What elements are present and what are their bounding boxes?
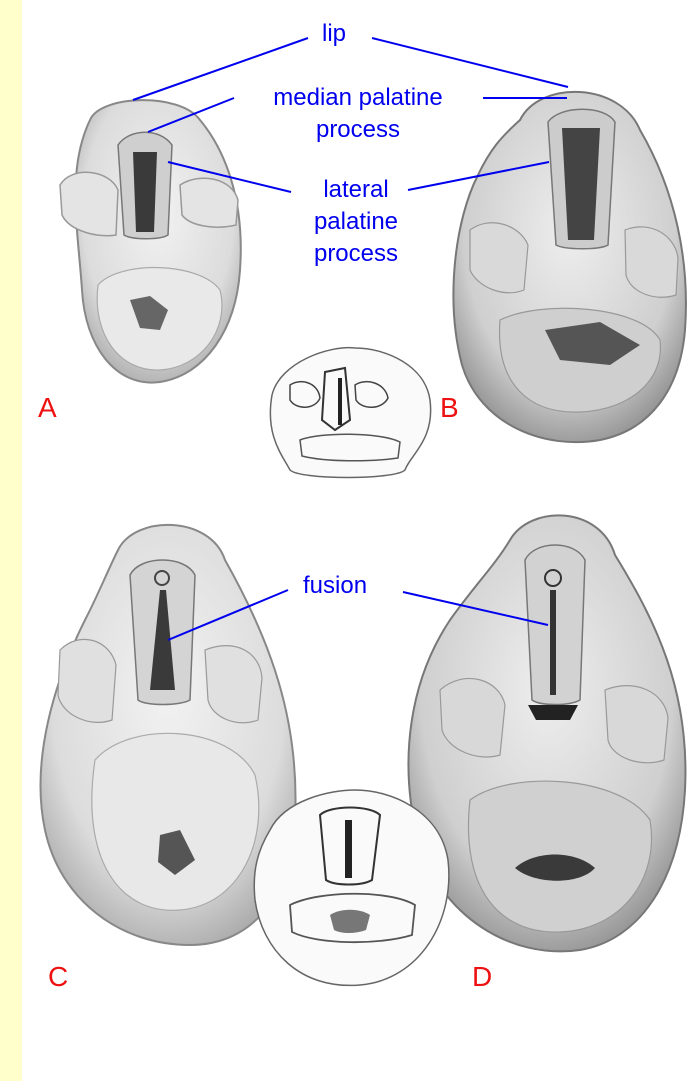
median-palatine-line2: process <box>238 116 478 144</box>
specimen-a <box>60 100 241 382</box>
specimen-b <box>453 92 685 442</box>
panel-letter-b: B <box>440 393 459 423</box>
lateral-line2: palatine <box>290 208 422 236</box>
leader-lip-b <box>372 38 568 87</box>
small-section-top <box>270 348 430 478</box>
specimen-d <box>408 515 685 951</box>
panel-letter-a: A <box>38 393 57 423</box>
lateral-line3: process <box>290 240 422 268</box>
lateral-palatine-label: lateral palatine process <box>290 176 422 268</box>
lateral-line1: lateral <box>290 176 422 204</box>
panel-letter-d: D <box>472 962 492 992</box>
panel-letter-c: C <box>48 962 68 992</box>
fusion-label: fusion <box>303 572 367 600</box>
median-palatine-label: median palatine process <box>238 84 478 144</box>
small-section-bottom <box>254 790 449 985</box>
median-palatine-line1: median palatine <box>238 84 478 112</box>
lip-label: lip <box>322 20 346 48</box>
